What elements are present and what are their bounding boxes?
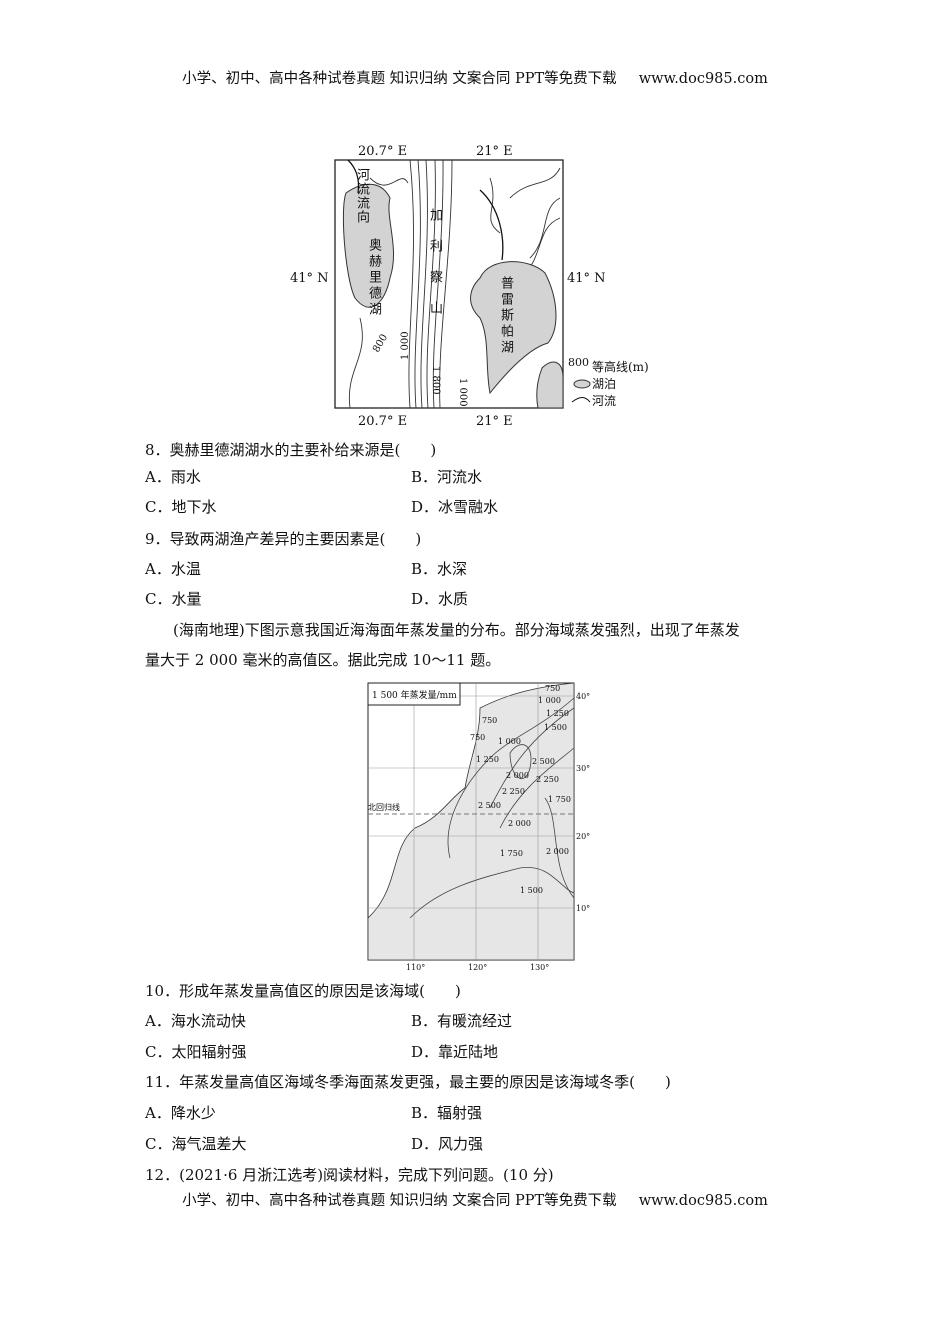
svg-text:30°: 30° [576,764,590,773]
label-lake-prespa: 普雷斯帕湖 [498,276,513,356]
map2-legend: 1 500 年蒸发量/mm [372,689,457,701]
lat-right: 41° N [567,271,606,286]
header-text: 小学、初中、高中各种试卷真题 知识归纳 文案合同 PPT等免费下载 [182,71,617,87]
svg-text:1 500: 1 500 [520,886,543,895]
option-10a[interactable]: A．海水流动快 [145,1012,246,1030]
svg-text:2 250: 2 250 [502,787,525,796]
passage-line1: (海南地理)下图示意我国近海海面年蒸发量的分布。部分海域蒸发强烈，出现了年蒸发 [173,621,740,639]
question-9: 9．导致两湖渔产差异的主要因素是( ) [145,530,422,548]
svg-text:2 250: 2 250 [536,775,559,784]
svg-text:750: 750 [482,716,497,725]
svg-text:2 500: 2 500 [478,801,501,810]
svg-text:1 000: 1 000 [400,331,411,360]
option-11d[interactable]: D．风力强 [411,1135,484,1153]
svg-text:2 000: 2 000 [546,847,569,856]
lon-top-left: 20.7° E [358,144,407,159]
svg-text:800: 800 [568,356,589,369]
option-10b[interactable]: B．有暖流经过 [411,1012,513,1030]
svg-text:1 000: 1 000 [457,378,468,407]
option-9d[interactable]: D．水质 [411,590,469,608]
option-8d[interactable]: D．冰雪融水 [411,498,499,516]
isoline-labels: 750 1 000 1 250 1 500 750 750 1 000 1 25… [470,684,571,895]
lon-bottom-right: 21° E [476,414,513,429]
question-10: 10．形成年蒸发量高值区的原因是该海域( ) [145,982,461,1000]
label-lake-ohrid: 奥赫里德湖 [366,238,381,318]
page-header: 小学、初中、高中各种试卷真题 知识归纳 文案合同 PPT等免费下载 www.do… [0,69,950,89]
svg-text:130°: 130° [530,963,549,972]
option-9a[interactable]: A．水温 [145,560,201,578]
svg-text:湖泊: 湖泊 [592,376,616,391]
option-10d[interactable]: D．靠近陆地 [411,1043,499,1061]
isolines [409,697,575,919]
map-lake-ohrid-prespa: 20.7° E 21° E 41° N 41° N 20.7° E 21° E … [290,144,649,429]
tropic-label: 北回归线 [368,802,400,812]
sea-area [367,682,575,961]
lake-ohrid [342,183,394,308]
svg-text:1 500: 1 500 [544,723,567,732]
svg-text:20°: 20° [576,832,590,841]
label-river-flow: 河流流向 [354,168,369,224]
passage-line2: 量大于 2 000 毫米的高值区。据此完成 10～11 题。 [145,651,501,669]
svg-text:1 800: 1 800 [430,366,441,395]
svg-text:1 000: 1 000 [498,737,521,746]
grid-lines [368,683,574,960]
lat-left: 41° N [290,271,329,286]
footer-site: www.doc985.com [638,1193,768,1209]
lon-bottom-left: 20.7° E [358,414,407,429]
footer-text: 小学、初中、高中各种试卷真题 知识归纳 文案合同 PPT等免费下载 [182,1193,617,1209]
map1-legend: 800 等高线(m) 湖泊 河流 [568,356,649,408]
map-sea-evaporation: 1 500 年蒸发量/mm 北回归线 750 1 000 1 250 1 500… [367,682,590,972]
page-footer: 小学、初中、高中各种试卷真题 知识归纳 文案合同 PPT等免费下载 www.do… [0,1191,950,1211]
option-9b[interactable]: B．水深 [411,560,468,578]
option-9c[interactable]: C．水量 [145,590,202,608]
option-11a[interactable]: A．降水少 [145,1104,216,1122]
svg-text:1 250: 1 250 [546,709,569,718]
river [347,159,360,194]
svg-text:110°: 110° [406,963,425,972]
label-mountain: 加利察山 [427,208,442,332]
svg-text:2 500: 2 500 [532,757,555,766]
svg-text:40°: 40° [576,692,590,701]
lon-top-right: 21° E [476,144,513,159]
svg-text:1 750: 1 750 [548,795,571,804]
svg-text:2 000: 2 000 [508,819,531,828]
svg-text:1 000: 1 000 [538,696,561,705]
svg-text:1 250: 1 250 [476,755,499,764]
svg-text:750: 750 [470,733,485,742]
svg-text:等高线(m): 等高线(m) [592,359,649,374]
svg-text:750: 750 [545,684,560,693]
option-10c[interactable]: C．太阳辐射强 [145,1043,247,1061]
svg-text:2 000: 2 000 [506,771,529,780]
lake-prespa [470,261,557,395]
question-12: 12．(2021·6 月浙江选考)阅读材料，完成下列问题。(10 分) [145,1166,554,1184]
svg-text:河流: 河流 [592,394,616,408]
svg-text:10°: 10° [576,904,590,913]
option-8c[interactable]: C．地下水 [145,498,217,516]
header-site: www.doc985.com [638,71,768,87]
option-8a[interactable]: A．雨水 [145,468,201,486]
option-11c[interactable]: C．海气温差大 [145,1135,247,1153]
svg-text:120°: 120° [468,963,487,972]
svg-text:1 750: 1 750 [500,849,523,858]
tick-labels: 110° 120° 130° 40° 30° 20° 10° [406,692,590,972]
option-11b[interactable]: B．辐射强 [411,1104,483,1122]
question-11: 11．年蒸发量高值区海域冬季海面蒸发更强，最主要的原因是该海域冬季( ) [145,1073,671,1091]
question-8: 8．奥赫里德湖湖水的主要补给来源是( ) [145,441,437,459]
option-8b[interactable]: B．河流水 [411,468,483,486]
